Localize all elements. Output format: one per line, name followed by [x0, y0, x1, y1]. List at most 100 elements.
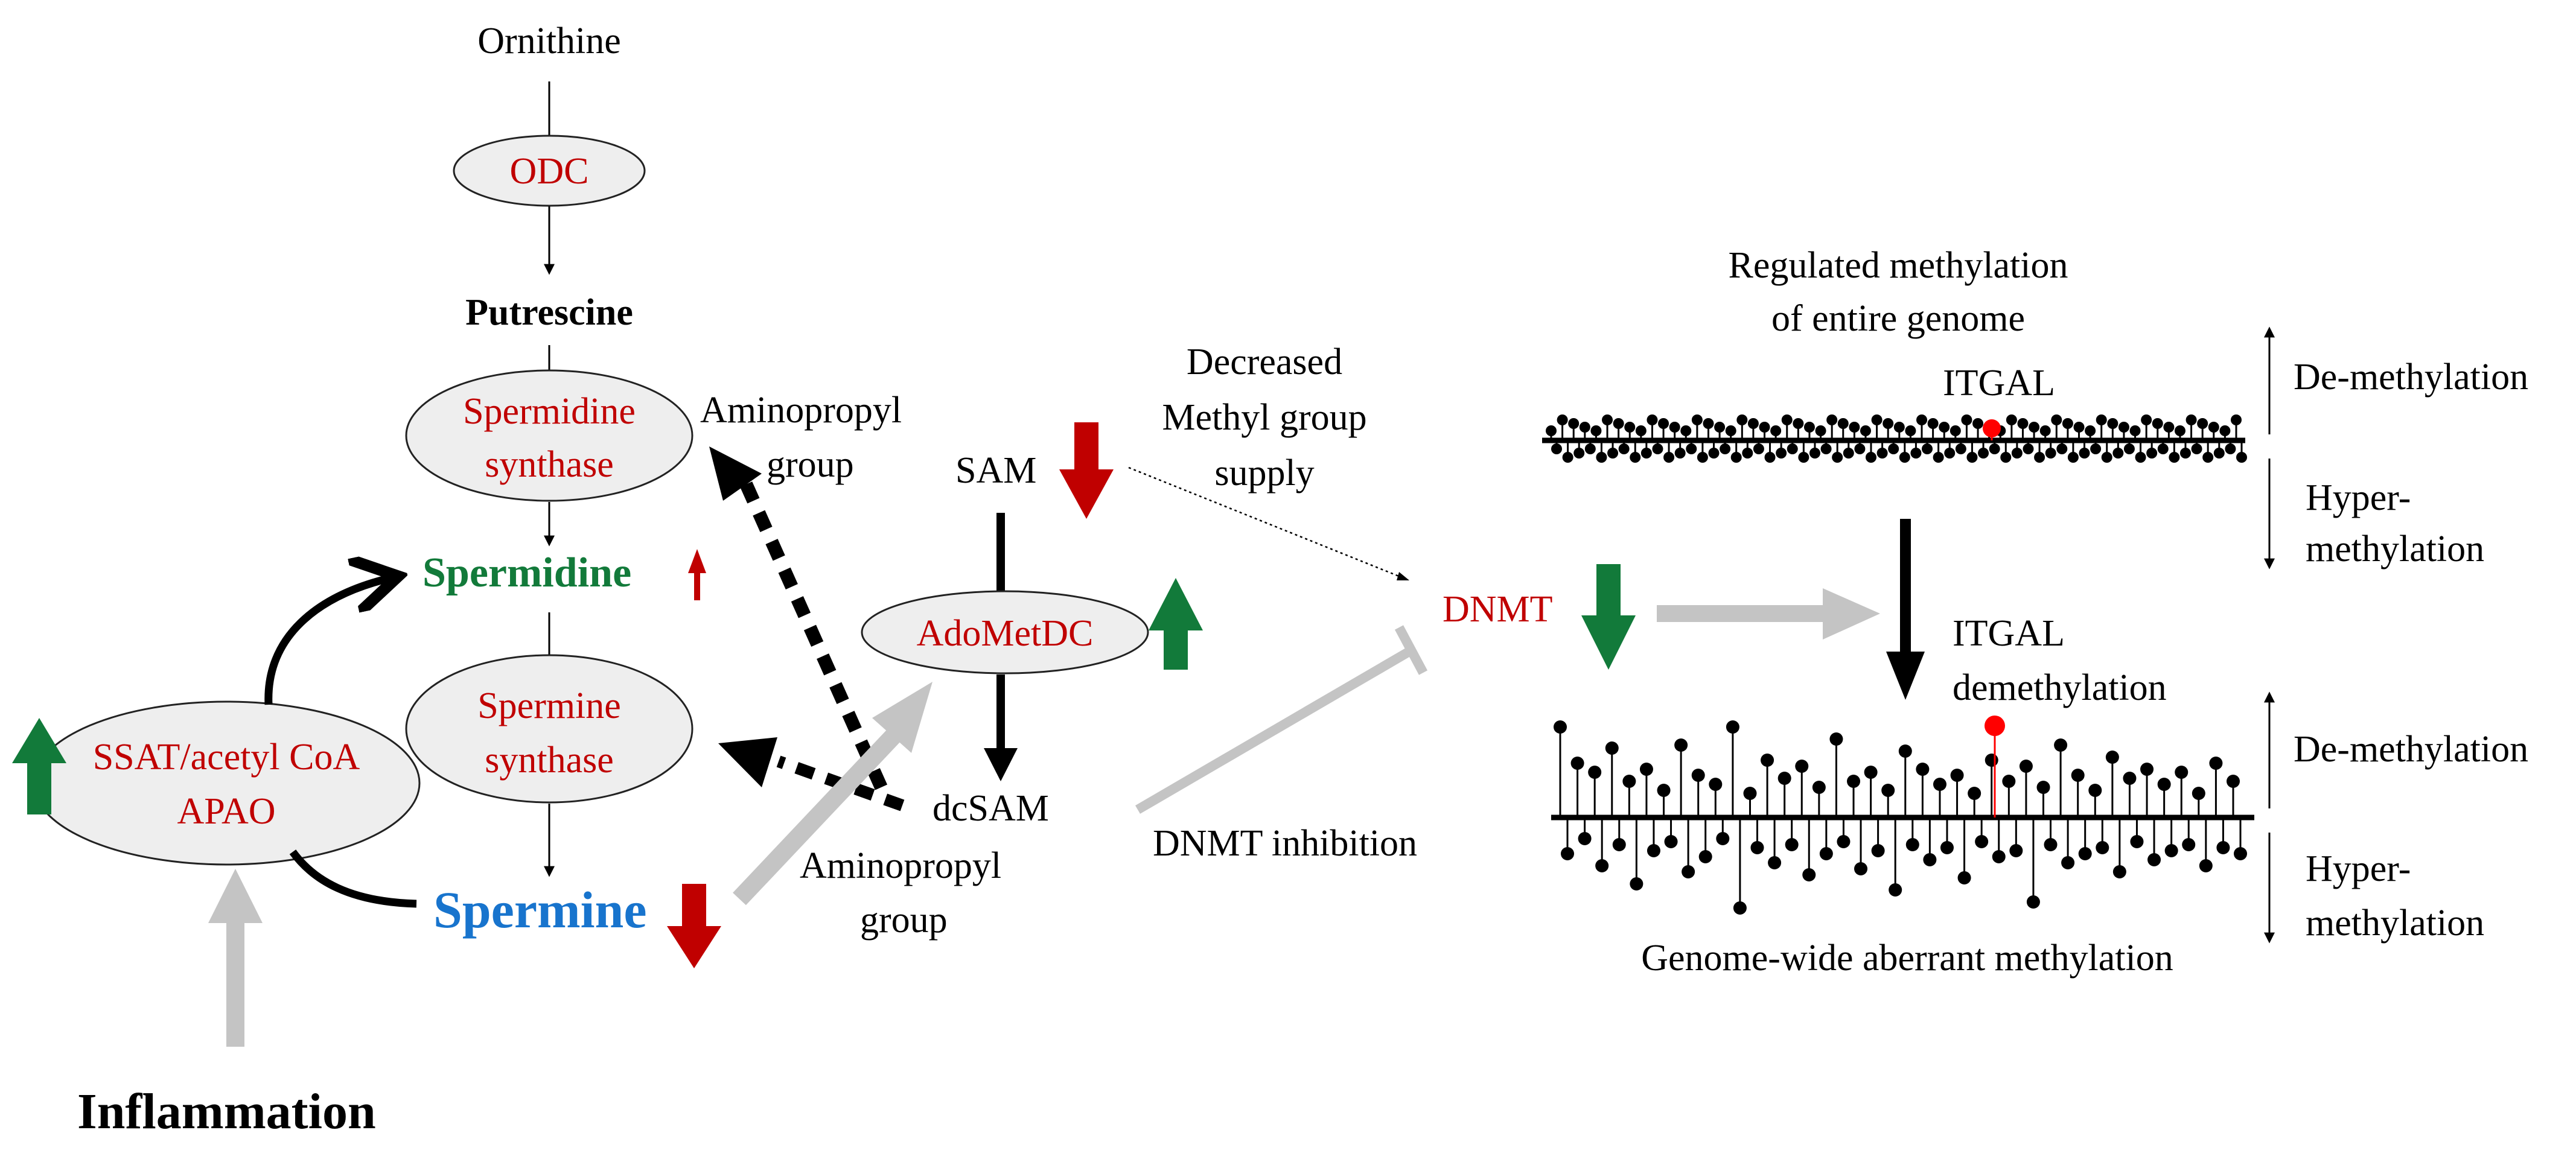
spermine-down-arrow [667, 884, 721, 968]
methylation-site [1570, 757, 1584, 817]
methylation-site [2216, 817, 2230, 854]
odc-enzyme: ODC [453, 135, 646, 207]
regulated-genome-strand [1542, 414, 2247, 463]
methylation-site [1573, 440, 1585, 459]
odc-label: ODC [510, 151, 589, 192]
methylation-site [2026, 817, 2040, 909]
methylation-site [2182, 817, 2196, 851]
methylation-site [1579, 422, 1590, 440]
methylation-site [2039, 425, 2051, 440]
methylation-site [1923, 817, 1937, 866]
methylation-site [1933, 440, 1944, 463]
methylation-site [1802, 817, 1816, 881]
dcsam-label: dcSAM [933, 788, 1049, 829]
methylation-site [1905, 425, 1916, 440]
apao-label: APAO [177, 791, 275, 832]
adometdc-up-arrow [1149, 578, 1203, 670]
methylation-site [2175, 766, 2189, 817]
methylation-site [1613, 418, 1624, 440]
methylation-site [2192, 787, 2205, 817]
regulated-label-2: of entire genome [1771, 298, 2025, 339]
methylation-site [2090, 440, 2102, 454]
methylation-site [2209, 757, 2223, 817]
methylation-site [1674, 738, 1688, 817]
methyl-donor-branch: SAM AdoMetDC dcSAM Decreased Methyl grou… [733, 341, 1880, 906]
methylation-site [1781, 414, 1793, 440]
methylation-site [1798, 440, 1809, 463]
methylation-site [1703, 418, 1714, 440]
methylation-site [2044, 817, 2058, 851]
methylation-site [2088, 784, 2102, 817]
aberrant-genome-strand [1551, 716, 2254, 915]
odc-ellipse [453, 135, 646, 207]
methylation-site [1743, 787, 1757, 817]
methylation-site [2101, 440, 2112, 463]
dnmt-inhibition-tbar [1394, 625, 1428, 675]
methylation-site [1910, 440, 1922, 459]
methylation-site [2112, 817, 2126, 878]
ssat-label: SSAT/acetyl CoA [93, 737, 360, 778]
methylation-site [1730, 440, 1742, 463]
methylation-site [1640, 440, 1652, 459]
methylation-site [2009, 817, 2023, 857]
itgal-top-label: ITGAL [1943, 363, 2055, 404]
methylation-site [1933, 778, 1946, 817]
methylation-site [1865, 440, 1876, 463]
spermine-label: Spermine [433, 881, 647, 939]
methylation-site [1709, 778, 1723, 817]
itgal-site [1983, 419, 2001, 440]
methylation-site [2096, 414, 2107, 440]
methylation-site [2034, 440, 2045, 463]
methylation-site [1647, 817, 1660, 857]
methylation-site [1871, 414, 1883, 440]
methylation-site [1787, 440, 1798, 454]
methylation-site [1554, 720, 1567, 817]
sam-label: SAM [955, 450, 1036, 491]
ssat-to-spermidine-curve [264, 576, 398, 705]
methylation-site [1819, 817, 1833, 860]
dnmt-label: DNMT [1443, 589, 1553, 630]
methylation-site [1607, 440, 1619, 459]
methylation-site [1657, 784, 1671, 817]
methylation-site [1939, 422, 1950, 440]
ornithine-label: Ornithine [477, 21, 621, 62]
methylation-site [1832, 440, 1843, 463]
methylation-site [1989, 440, 2000, 454]
methylation-site [1669, 422, 1680, 440]
methylation-site [2164, 817, 2178, 857]
methylation-site [1955, 440, 1966, 454]
dnmt-down-arrow [1581, 564, 1636, 670]
ssat-apao-enzyme: SSAT/acetyl CoA APAO [32, 700, 421, 866]
methylation-site [2185, 414, 2197, 440]
methylation-site [2227, 775, 2240, 817]
methylation-site [1837, 817, 1851, 848]
methylation-site [2219, 425, 2231, 440]
methylation-site [1829, 732, 1843, 817]
methylation-site [1639, 763, 1653, 817]
methylation-site [1578, 817, 1592, 845]
methylation-site [2157, 440, 2169, 454]
methylation-site [1733, 817, 1747, 915]
methylation-site [1889, 817, 1902, 897]
aminopropyl-top-label-2: group [767, 444, 854, 485]
methylation-site [1551, 440, 1562, 454]
methylation-site [1691, 414, 1703, 440]
methylation-site [1950, 425, 1961, 440]
methylation-site [1893, 422, 1905, 440]
methylation-site [1747, 418, 1759, 440]
decreased-label-2: Methyl group [1162, 397, 1366, 438]
methylation-site [1847, 775, 1861, 817]
spermine-to-adometdc-gray-arrow [733, 682, 933, 906]
spermidine-synthase-ellipse [405, 369, 693, 502]
methylation-site [1753, 440, 1764, 454]
methylation-site [2202, 440, 2214, 463]
methylation-site [2006, 414, 2017, 440]
inflammation-arrow [208, 869, 263, 1047]
methylation-site [2179, 440, 2191, 459]
decreased-label-3: supply [1214, 452, 1314, 494]
methylation-site [2123, 440, 2135, 454]
methylation-site [1940, 817, 1954, 854]
spermidine-label: Spermidine [422, 550, 631, 596]
methylation-site [2146, 440, 2158, 459]
spermine-to-ssat-curve [289, 849, 417, 908]
